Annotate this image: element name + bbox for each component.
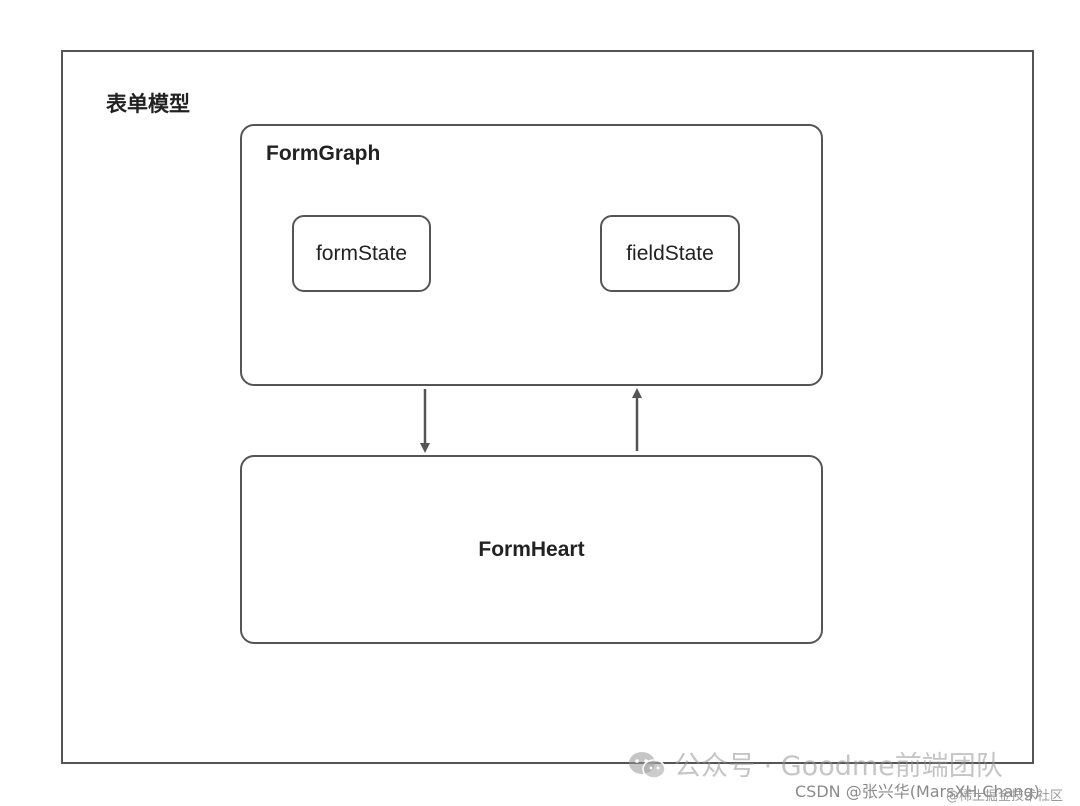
form-graph-label: FormGraph [266,142,381,165]
csdn-watermark: CSDN @张兴华(MarsXH.Chang) [795,782,1040,801]
juejin-watermark: @稀土掘金技术社区 [946,789,1064,804]
wechat-icon [629,752,666,779]
wechat-watermark: 公众号 · Goodme前端团队 [626,744,1003,783]
form-heart-label: FormHeart [478,537,585,561]
form-state-node: formState [292,215,431,292]
form-model-frame [61,50,1034,764]
field-state-label: fieldState [626,241,714,265]
form-heart-box: FormHeart [240,455,823,644]
form-state-label: formState [315,241,408,265]
wechat-watermark-text: 公众号 · Goodme前端团队 [674,751,1003,782]
diagram-title: 表单模型 [106,92,190,116]
field-state-node: fieldState [600,215,740,292]
